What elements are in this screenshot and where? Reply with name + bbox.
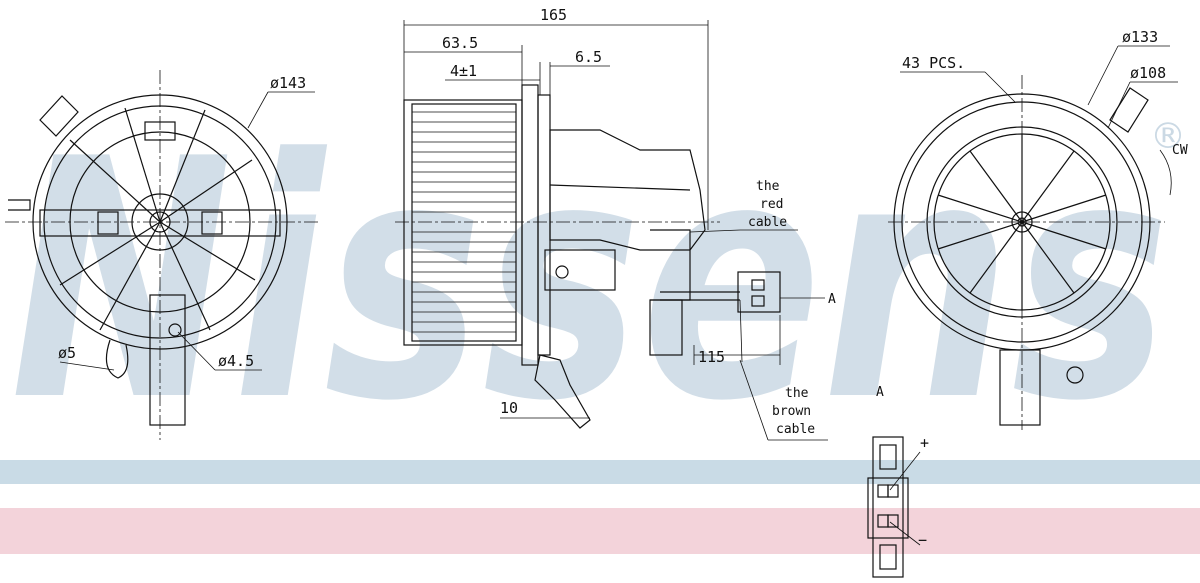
left-hole-diameter: ø4.5 (218, 352, 254, 370)
brown-cable-word-2: brown (772, 404, 811, 419)
flange-width: 6.5 (575, 48, 602, 66)
rotor-spokes (937, 134, 1107, 310)
fan-blades (412, 111, 516, 333)
negative-terminal: − (918, 531, 927, 549)
red-cable-word-1: the (756, 179, 780, 194)
connector-detail (867, 436, 921, 578)
middle-view (395, 20, 828, 441)
right-outer-diameter: ø133 (1122, 28, 1158, 46)
bottom-offset: 10 (500, 399, 518, 417)
right-inner-diameter: ø108 (1130, 64, 1166, 82)
right-view (888, 45, 1178, 430)
rotation-direction: CW (1172, 143, 1188, 158)
brown-cable-word-3: cable (776, 422, 815, 437)
positive-terminal: + (920, 434, 929, 452)
left-view (5, 70, 320, 440)
red-cable-word-2: red (760, 197, 783, 212)
fan-length: 63.5 (442, 34, 478, 52)
watermark-band-top (0, 460, 1200, 484)
total-length: 165 (540, 6, 567, 24)
view-a-label: A (876, 385, 884, 400)
red-cable-word-3: cable (748, 215, 787, 230)
view-marker: A (828, 292, 836, 307)
connector-length: 115 (698, 348, 725, 366)
offset: 4±1 (450, 62, 477, 80)
watermark-band-bottom (0, 508, 1200, 554)
watermark-brand: Nissens (10, 89, 1170, 473)
brown-cable-word-1: the (785, 386, 809, 401)
watermark-registered-mark: ® (1150, 116, 1186, 157)
left-pin-diameter: ø5 (58, 344, 76, 362)
blade-count: 43 PCS. (902, 54, 965, 72)
left-outer-diameter: ø143 (270, 74, 306, 92)
